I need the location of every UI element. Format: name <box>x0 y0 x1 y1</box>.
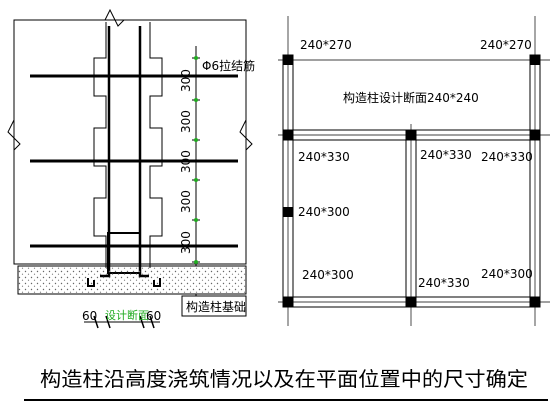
dimension-value-3: 300 <box>179 150 193 173</box>
rebar-right <box>138 26 149 278</box>
wall-outline <box>13 19 247 265</box>
base-label-box <box>181 295 247 317</box>
plan-diagram: 构造柱设计断面240*240 240*270 240*270 240*330 2… <box>278 16 550 326</box>
foundation-slab <box>17 265 247 295</box>
rebar-hook-left <box>87 278 95 287</box>
break-line-right <box>239 119 253 151</box>
dimension-value-4: 300 <box>179 190 193 213</box>
plan-label-3: 240*330 <box>298 150 350 164</box>
plan-label-7: 240*300 <box>302 268 354 282</box>
dimension-value-5: 300 <box>179 231 193 254</box>
column-tooth-right <box>149 22 163 268</box>
section-title: 构造柱设计断面240*240 <box>343 90 479 105</box>
dimension-green-marks <box>194 56 198 264</box>
width-right-value: 60 <box>146 309 161 323</box>
dimension-value-2: 300 <box>179 110 193 133</box>
column-tooth-left <box>93 22 107 268</box>
caption: 构造柱沿高度浇筑情况以及在平面位置中的尺寸确定 <box>40 367 528 391</box>
plan-label-4: 240*330 <box>420 148 472 162</box>
plan-label-5: 240*330 <box>481 150 533 164</box>
width-center-label: 设计断面 <box>105 308 149 322</box>
plan-label-1: 240*270 <box>300 38 352 52</box>
rebar-hook-right <box>153 278 161 287</box>
elevation-diagram: 300 300 300 300 300 Φ6拉结筋 构造柱基础 60 设计断面 … <box>7 8 255 329</box>
tie-bar-label: Φ6拉结筋 <box>202 58 255 73</box>
break-line-top <box>104 8 125 27</box>
plan-columns <box>283 55 540 307</box>
base-label: 构造柱基础 <box>186 299 246 314</box>
plan-label-8: 240*330 <box>418 276 470 290</box>
width-left-value: 60 <box>82 309 97 323</box>
plan-label-6: 240*300 <box>298 205 350 219</box>
plan-label-2: 240*270 <box>480 38 532 52</box>
dimension-value-1: 300 <box>179 69 193 92</box>
break-line-left <box>7 119 21 151</box>
plan-label-9: 240*300 <box>481 267 533 281</box>
